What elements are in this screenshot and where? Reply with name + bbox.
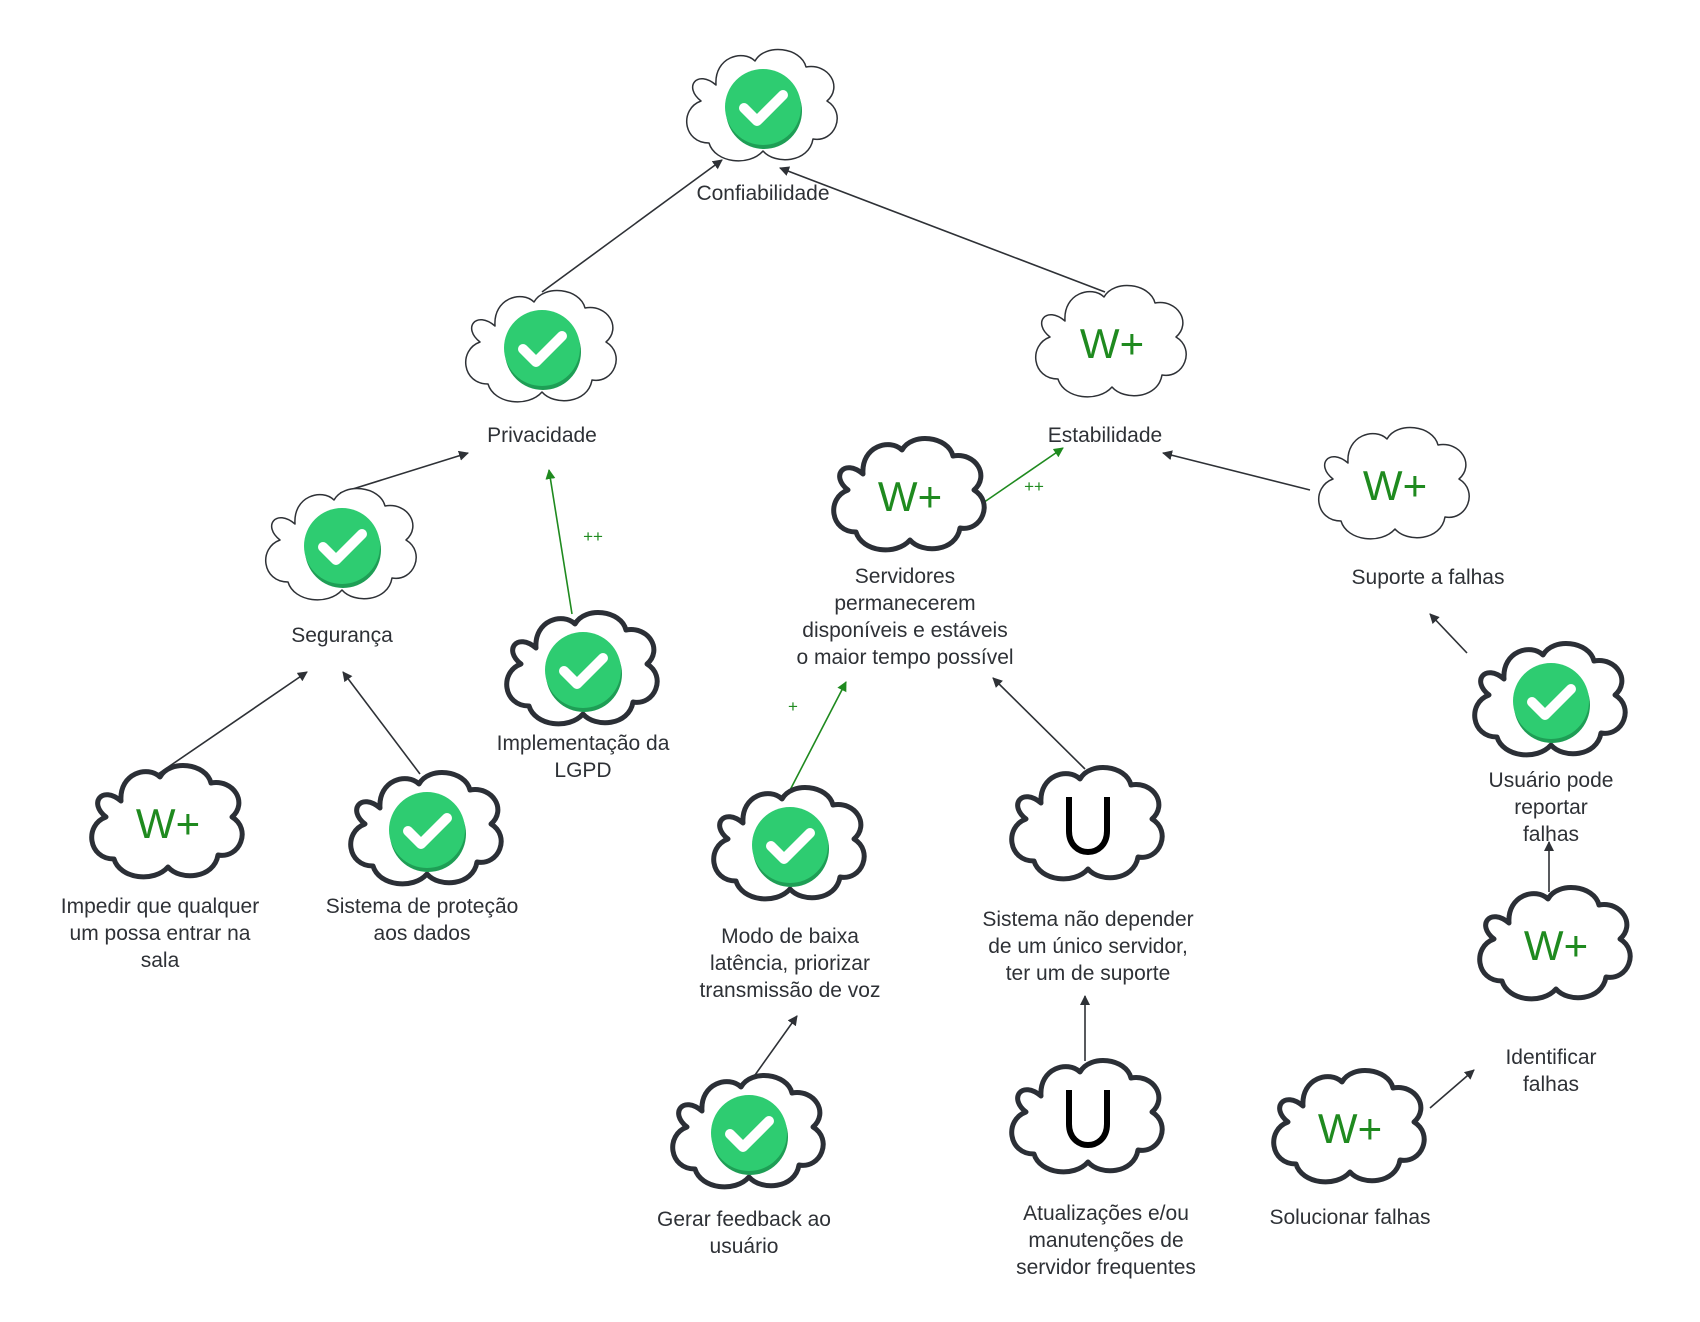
status-wplus: W+ <box>1363 462 1427 509</box>
node-suporte: W+ <box>1318 426 1470 540</box>
node-naodepender <box>1009 765 1165 882</box>
check-circle-icon <box>389 792 466 872</box>
cloud-icon <box>1271 1068 1427 1185</box>
node-label-atualizacoes: Atualizações e/ou manutenções de servido… <box>1016 1202 1196 1279</box>
status-wplus: W+ <box>1080 320 1144 367</box>
check-circle-icon <box>545 632 622 712</box>
check-circle-icon <box>504 310 581 390</box>
edge-naodepender-to-servidores <box>992 677 1086 770</box>
node-estabilidade: W+ <box>1035 284 1187 398</box>
node-impedir: W+ <box>89 763 245 880</box>
node-label-estabilidade: Estabilidade <box>1047 424 1163 447</box>
node-solucionar: W+ <box>1271 1068 1427 1185</box>
node-seguranca <box>265 487 417 601</box>
node-reportar <box>1472 641 1628 758</box>
node-servidores: W+ <box>831 436 987 553</box>
node-label-modo: Modo de baixa latência, priorizar transm… <box>699 925 881 1002</box>
undecided-u-icon <box>1066 797 1110 855</box>
node-label-lgpd: Implementação da LGPD <box>496 732 670 782</box>
undecided-u-icon <box>1066 1090 1110 1148</box>
edge-feedback-to-modo <box>754 1015 798 1076</box>
cloud-icon <box>1009 1058 1165 1175</box>
node-label-seguranca: Segurança <box>291 624 393 647</box>
node-modo <box>711 785 867 902</box>
status-wplus: W+ <box>878 473 942 520</box>
node-label-naodepender: Sistema não depender de um único servido… <box>982 908 1194 985</box>
node-label-protecao: Sistema de proteção aos dados <box>325 895 519 945</box>
node-feedback <box>670 1073 826 1190</box>
status-wplus: W+ <box>1524 922 1588 969</box>
cloud-icon <box>89 763 245 880</box>
edge-impedir-to-seguranca <box>157 671 308 775</box>
cloud-icon <box>1035 284 1187 398</box>
node-privacidade <box>465 289 617 403</box>
node-lgpd <box>504 610 660 727</box>
edge-solucionar-to-identificar <box>1429 1069 1475 1109</box>
edge-servidores-to-estabilidade <box>979 447 1064 506</box>
check-circle-icon <box>711 1095 788 1175</box>
node-label-reportar: Usuário pode reportar falhas <box>1488 769 1614 846</box>
check-circle-icon <box>304 508 381 588</box>
cloud-icon <box>1318 426 1470 540</box>
node-label-servidores: Servidores permanecerem disponíveis e es… <box>796 565 1014 669</box>
node-confiabilidade <box>686 48 838 162</box>
check-circle-icon <box>1513 663 1590 743</box>
node-label-suporte: Suporte a falhas <box>1351 566 1505 589</box>
node-label-confiabilidade: Confiabilidade <box>696 182 830 205</box>
edge-label-modo: + <box>788 697 798 716</box>
cloud-icon <box>831 436 987 553</box>
edge-label-servidores: ++ <box>1024 477 1044 496</box>
node-label-privacidade: Privacidade <box>487 424 597 447</box>
status-wplus: W+ <box>1318 1105 1382 1152</box>
node-atualizacoes <box>1009 1058 1165 1175</box>
node-label-identificar: Identificar falhas <box>1505 1046 1597 1096</box>
check-circle-icon <box>725 69 802 149</box>
status-wplus: W+ <box>136 800 200 847</box>
node-identificar: W+ <box>1477 885 1633 1002</box>
edge-reportar-to-suporte <box>1429 613 1468 654</box>
node-label-impedir: Impedir que qualquer um possa entrar na … <box>60 895 260 972</box>
edge-lgpd-to-privacidade <box>545 469 573 615</box>
edge-seguranca-to-privacidade <box>339 450 469 494</box>
edge-protecao-to-seguranca <box>342 671 421 775</box>
node-label-feedback: Gerar feedback ao usuário <box>657 1208 831 1258</box>
node-protecao <box>348 770 504 887</box>
check-circle-icon <box>752 807 829 887</box>
edge-modo-to-servidores <box>787 681 847 795</box>
cloud-icon <box>1009 765 1165 882</box>
node-label-solucionar: Solucionar falhas <box>1269 1206 1431 1229</box>
edge-estabilidade-to-confiabilidade <box>779 166 1106 293</box>
edge-label-lgpd: ++ <box>583 527 603 546</box>
cloud-icon <box>1477 885 1633 1002</box>
edge-privacidade-to-confiabilidade <box>541 159 723 293</box>
edge-suporte-to-estabilidade <box>1162 450 1311 491</box>
